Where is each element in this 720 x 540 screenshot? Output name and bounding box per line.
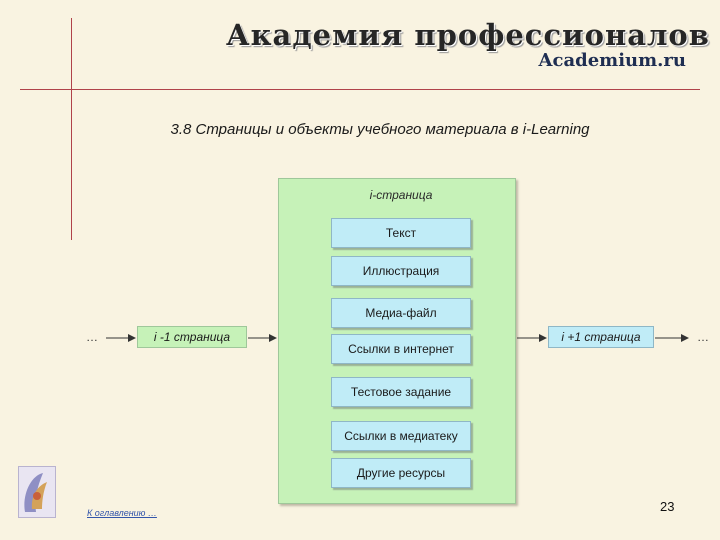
- academy-logo-icon: [18, 466, 56, 518]
- table-of-contents-link[interactable]: К оглавлению …: [87, 508, 157, 518]
- object-text-box: Текст: [331, 218, 471, 248]
- object-internet-links-box: Ссылки в интернет: [331, 334, 471, 364]
- prev-page-box: i -1 страница: [137, 326, 247, 348]
- page-number: 23: [660, 499, 675, 514]
- object-media-library-links-box: Ссылки в медиатеку: [331, 421, 471, 451]
- vertical-rule: [71, 18, 72, 240]
- brand-subtitle: Academium.ru: [538, 50, 686, 71]
- next-page-box: i +1 страница: [548, 326, 654, 348]
- object-test-task-box: Тестовое задание: [331, 377, 471, 407]
- object-illustration-box: Иллюстрация: [331, 256, 471, 286]
- brand-title: Академия профессионалов: [226, 18, 710, 52]
- horizontal-rule: [20, 89, 700, 90]
- object-media-file-box: Медиа-файл: [331, 298, 471, 328]
- ellipsis-left: …: [86, 330, 98, 344]
- ellipsis-right: …: [697, 330, 709, 344]
- object-other-resources-box: Другие ресурсы: [331, 458, 471, 488]
- current-page-label: i-страница: [369, 188, 433, 202]
- slide-title: 3.8 Страницы и объекты учебного материал…: [170, 121, 590, 138]
